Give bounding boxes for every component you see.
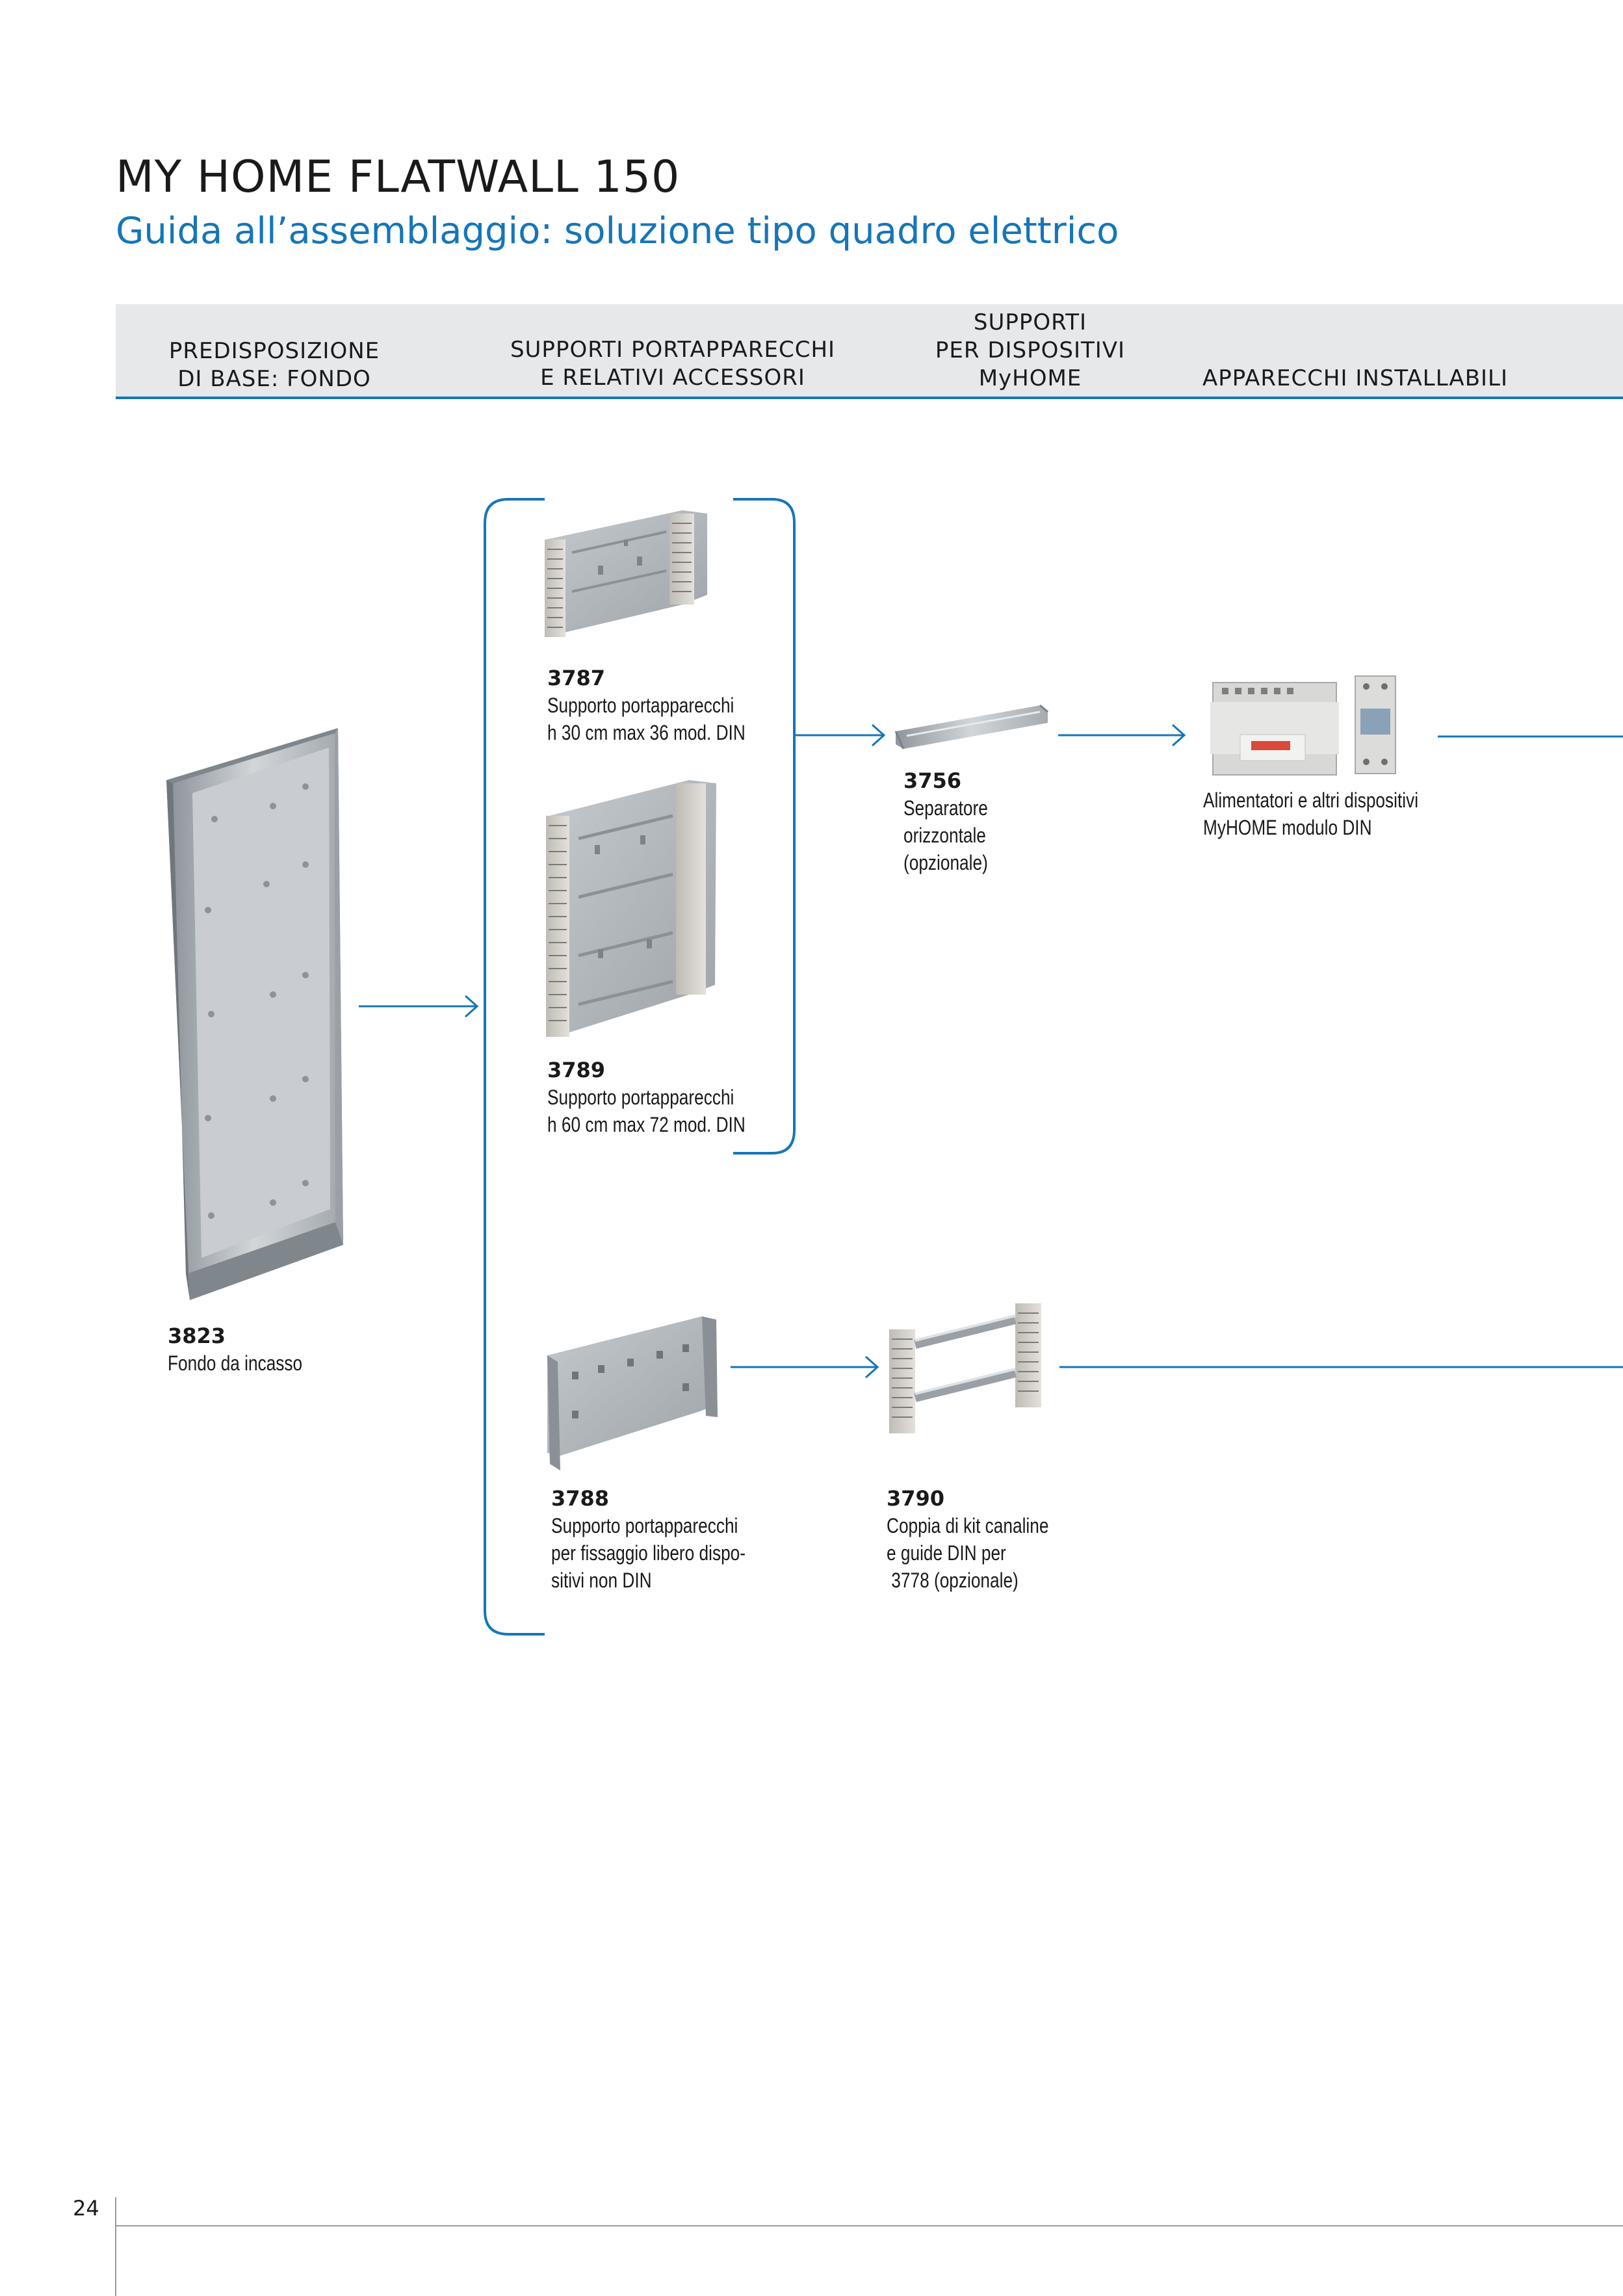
product-description: e guide DIN per xyxy=(887,1541,1006,1565)
column-header-line: PER DISPOSITIVI xyxy=(935,337,1126,363)
product-description: h 30 cm max 36 mod. DIN xyxy=(547,721,746,744)
product-description: Separatore xyxy=(903,796,988,820)
product-3787-caption: 3787 Supporto portapparecchi h 30 cm max… xyxy=(547,664,789,746)
product-description: (opzionale) xyxy=(903,851,988,874)
column-header-band xyxy=(116,304,1623,399)
product-code: 3790 xyxy=(887,1486,945,1511)
product-3756-caption: 3756 Separatore orizzontale (opzionale) xyxy=(903,767,1006,876)
din-devices-caption: Alimentatori e altri dispositivi MyHOME … xyxy=(1203,787,1466,841)
page-title: MY HOME FLATWALL 150 xyxy=(116,151,681,203)
product-3823-caption: 3823 Fondo da incasso xyxy=(168,1322,332,1377)
flow-arrows xyxy=(359,724,1623,1379)
column-header-base: PREDISPOSIZIONE DI BASE: FONDO xyxy=(151,337,398,393)
supporto-3788-image xyxy=(547,1316,718,1470)
product-description: orizzontale xyxy=(903,824,986,847)
product-description: Supporto portapparecchi xyxy=(551,1514,738,1537)
column-header-devices: SUPPORTI PER DISPOSITIVI MyHOME xyxy=(900,309,1160,393)
product-description: Supporto portapparecchi xyxy=(547,1086,734,1109)
footer-rules xyxy=(115,2197,1623,2296)
column-header-line: SUPPORTI xyxy=(973,309,1087,335)
product-code: 3788 xyxy=(551,1486,610,1511)
product-code: 3789 xyxy=(547,1058,606,1082)
product-description: Alimentatori e altri dispositivi xyxy=(1203,789,1419,812)
canaline-3790-image xyxy=(889,1303,1041,1433)
product-description: per fissaggio libero dispo- xyxy=(551,1541,746,1565)
product-code: 3787 xyxy=(547,666,606,690)
product-3789-caption: 3789 Supporto portapparecchi h 60 cm max… xyxy=(547,1056,789,1138)
product-description: Supporto portapparecchi xyxy=(547,694,734,717)
grouping-brackets xyxy=(484,498,796,1636)
supporto-3787-image xyxy=(545,510,707,637)
column-header-supports: SUPPORTI PORTAPPARECCHI E RELATIVI ACCES… xyxy=(494,336,851,392)
din-devices-image xyxy=(1210,675,1396,776)
product-description: sitivi non DIN xyxy=(551,1569,652,1592)
column-header-line: SUPPORTI PORTAPPARECCHI xyxy=(510,337,836,363)
supporto-3789-image xyxy=(546,780,716,1037)
product-description: h 60 cm max 72 mod. DIN xyxy=(547,1113,746,1136)
product-3788-caption: 3788 Supporto portapparecchi per fissagg… xyxy=(551,1485,788,1594)
column-header-line: DI BASE: FONDO xyxy=(177,366,371,392)
separatore-3756-image xyxy=(894,704,1048,750)
fondo-da-incasso-image xyxy=(166,728,343,1300)
page-number: 24 xyxy=(73,2196,99,2221)
product-3790-caption: 3790 Coppia di kit canaline e guide DIN … xyxy=(887,1485,1084,1594)
product-code: 3756 xyxy=(903,768,962,793)
column-header-line: APPARECCHI INSTALLABILI xyxy=(1202,365,1509,391)
product-description: Fondo da incasso xyxy=(168,1351,303,1375)
product-description: 3778 (opzionale) xyxy=(887,1569,1019,1592)
column-header-line: PREDISPOSIZIONE xyxy=(168,338,380,364)
product-code: 3823 xyxy=(168,1324,226,1348)
page-subtitle: Guida all’assemblaggio: soluzione tipo q… xyxy=(116,210,1119,252)
column-header-line: MyHOME xyxy=(978,365,1082,391)
product-description: MyHOME modulo DIN xyxy=(1203,816,1372,839)
column-header-installable: APPARECCHI INSTALLABILI xyxy=(1202,365,1508,393)
column-header-line: E RELATIVI ACCESSORI xyxy=(540,365,805,391)
product-description: Coppia di kit canaline xyxy=(887,1514,1049,1537)
